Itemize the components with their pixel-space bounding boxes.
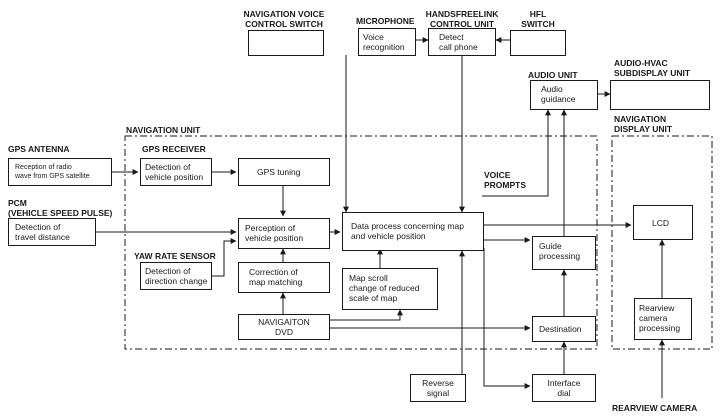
travel-distance-box: Detection of travel distance [8,218,96,246]
guide-processing-box: Guide processing [532,236,596,270]
reverse-signal-box: Reverse signal [410,374,466,402]
correction-matching-box: Correction of map matching [238,262,330,293]
lcd-box: LCD [633,205,693,240]
label-gps-receiver: GPS RECEIVER [142,144,206,154]
label-rearview-camera: REARVIEW CAMERA [612,403,698,413]
label-pcm: PCM (VEHICLE SPEED PULSE) [8,198,113,218]
destination-box: Destination [532,316,596,342]
label-navigation-unit: NAVIGATION UNIT [126,125,201,135]
line-data-to-dial [483,248,531,389]
direction-change-box: Detection of direction change [140,262,212,290]
voice-recognition-box: Voice recognition [358,28,416,56]
label-hfl-control-unit: HANDSFREELINK CONTROL UNIT [425,9,499,29]
gps-reception-box: Reception of radio wave from GPS satelli… [8,158,112,186]
audio-guidance-box: Audio guidance [530,80,598,110]
data-process-box: Data process concerning map and vehicle … [342,212,484,251]
audio-hvac-box [610,80,710,110]
detect-call-phone-box: Detect call phone [428,28,496,56]
gps-tuning-box: GPS tuning [238,158,330,186]
label-audio-hvac: AUDIO-HVAC SUBDISPLAY UNIT [614,58,691,78]
label-audio-unit: AUDIO UNIT [528,70,578,80]
label-microphone: MICROPHONE [356,16,415,26]
label-gps-antenna: GPS ANTENNA [8,144,70,154]
nav-voice-switch-box [248,30,324,56]
arrow-dvd-to-mapscroll [330,309,403,321]
navigation-unit-outline [124,135,598,350]
arrow-direction-to-perception [212,238,237,277]
hfl-switch-box [510,30,566,56]
label-nav-voice-switch: NAVIGATION VOICE CONTROL SWITCH [243,9,325,29]
perception-position-box: Perception of vehicle position [238,218,330,249]
interface-dial-box: Interface dial [532,374,596,402]
rearview-processing-box: Rearview camera processing [634,298,692,340]
arrow-prompts-to-audio [482,109,551,197]
navigation-dvd-box: NAVIGAITON DVD [238,314,330,340]
label-yaw-rate-sensor: YAW RATE SENSOR [134,251,216,261]
detection-position-box: Detection of vehicle position [140,158,212,186]
label-hfl-switch: HFL SWITCH [521,9,555,29]
label-navigation-display-unit: NAVIGATION DISPLAY UNIT [614,114,673,134]
map-scroll-box: Map scroll change of reduced scale of ma… [342,268,438,310]
label-voice-prompts: VOICE PROMPTS [484,170,527,190]
